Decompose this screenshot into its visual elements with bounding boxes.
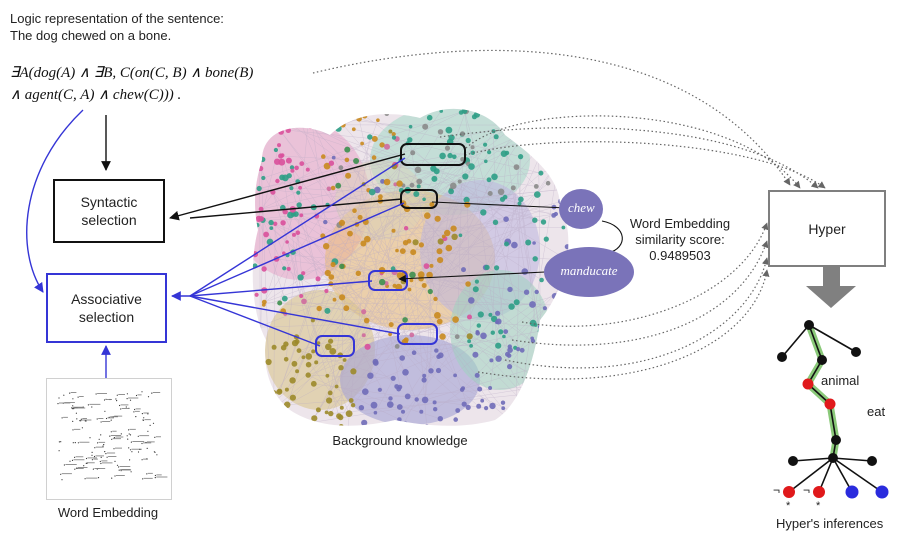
chew-node (559, 189, 603, 229)
header-line-1: Logic representation of the sentence: (10, 11, 224, 26)
associative-arrows (26, 109, 406, 378)
negation-mark-1: ¬ (773, 483, 781, 497)
word-embedding-image (46, 378, 172, 500)
star-mark-2: * (816, 500, 821, 512)
chew-label: chew (568, 200, 595, 215)
header-line-2: The dog chewed on a bone. (10, 28, 172, 43)
dotted-connections (312, 49, 826, 380)
formula-line-2: ∧ agent(C, A) ∧ chew(C))) . (10, 87, 182, 103)
hyper-label: Hyper (808, 220, 846, 237)
tree-label-eat: eat (867, 404, 886, 419)
associative-selection-box: Associative selection (46, 273, 167, 343)
star-mark-1: * (786, 500, 791, 512)
tree-label-animal: animal (821, 373, 860, 388)
manducate-label: manducate (560, 263, 618, 278)
background-knowledge-caption: Background knowledge (332, 433, 468, 448)
syntactic-selection-box: Syntactic selection (53, 179, 165, 243)
associative-label-2: selection (78, 309, 135, 325)
similarity-line-3: 0.9489503 (649, 248, 711, 263)
word-embedding-scatter (57, 391, 168, 481)
formula-line-1: ∃A(dog(A) ∧ ∃B, C(on(C, B) ∧ bone(B) (10, 65, 254, 81)
similarity-score-label: Word Embedding similarity score: 0.94895… (620, 216, 740, 264)
down-arrow (806, 266, 856, 308)
manducate-node (544, 247, 634, 297)
similarity-line-2: similarity score: (635, 232, 725, 247)
inference-tree (777, 320, 889, 499)
sentence-header: Logic representation of the sentence: Th… (10, 10, 224, 44)
hyper-inferences-caption: Hyper's inferences (776, 516, 884, 531)
negation-mark-2: ¬ (803, 483, 811, 497)
hyper-box: Hyper (768, 190, 886, 267)
associative-label-1: Associative (71, 291, 142, 307)
syntactic-label-2: selection (81, 212, 137, 228)
syntactic-arrows (101, 115, 406, 221)
syntactic-label-1: Syntactic (80, 194, 138, 210)
similarity-line-1: Word Embedding (629, 216, 731, 231)
word-embedding-caption: Word Embedding (57, 505, 159, 520)
